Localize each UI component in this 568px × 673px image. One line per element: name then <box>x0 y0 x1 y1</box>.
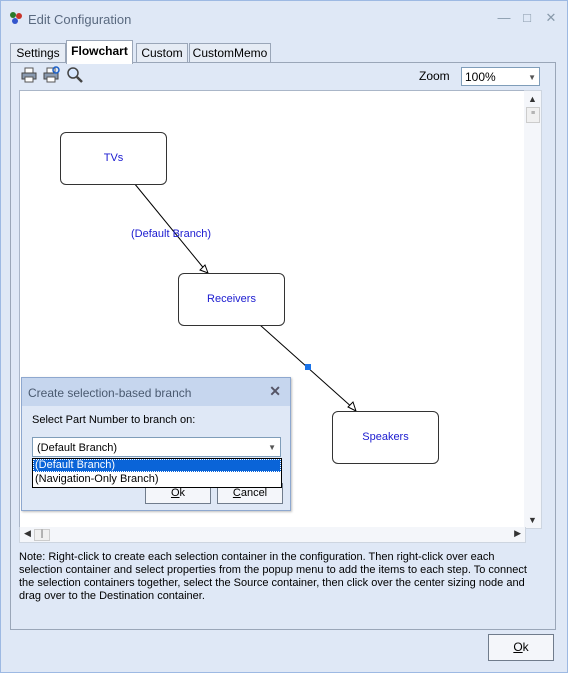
window-title: Edit Configuration <box>28 12 132 27</box>
magnifier-icon[interactable] <box>66 66 84 84</box>
dialog-label: Select Part Number to branch on: <box>32 414 196 426</box>
scroll-up-icon[interactable]: ▲ <box>528 94 537 104</box>
maximize-icon[interactable]: □ <box>523 10 531 25</box>
arrowhead <box>347 401 357 412</box>
tab-custommemo[interactable]: CustomMemo <box>189 43 271 63</box>
help-note: Note: Right-click to create each selecti… <box>19 551 527 602</box>
scroll-left-icon[interactable]: ◀ <box>24 528 31 538</box>
dropdown-option[interactable]: (Default Branch) <box>33 459 281 472</box>
minimize-icon[interactable]: — <box>497 10 511 25</box>
branch-dropdown-list[interactable]: (Default Branch) (Navigation-Only Branch… <box>32 458 282 488</box>
chevron-down-icon: ▼ <box>528 73 536 82</box>
horizontal-scroll-thumb[interactable]: ║ <box>34 529 50 541</box>
arrowhead <box>199 264 209 274</box>
dropdown-option[interactable]: (Navigation-Only Branch) <box>35 473 159 485</box>
chevron-down-icon: ▼ <box>268 443 276 452</box>
cancel-label: ancel <box>240 487 268 499</box>
configuration-app-icon <box>10 12 22 24</box>
cancel-mnemonic: C <box>232 487 241 499</box>
title-bar: Edit Configuration — □ ✕ <box>1 1 567 37</box>
vertical-scroll-thumb[interactable]: ≡ <box>526 107 540 123</box>
dialog-cancel-button[interactable]: Cancel <box>217 483 283 504</box>
tab-custom[interactable]: Custom <box>136 43 188 63</box>
connector-layer <box>133 182 357 412</box>
horizontal-scrollbar[interactable]: ◀ ║ ▶ <box>19 527 526 543</box>
ok-label: k <box>179 487 186 499</box>
center-sizing-node[interactable] <box>305 364 311 370</box>
scroll-down-icon[interactable]: ▼ <box>528 515 537 525</box>
tab-settings[interactable]: Settings <box>10 43 66 63</box>
print-icon[interactable] <box>20 66 38 84</box>
vertical-scrollbar[interactable]: ▲ ≡ ▼ <box>524 90 542 529</box>
ok-button[interactable]: Ok <box>488 634 554 661</box>
connector-tvs-receivers[interactable] <box>133 182 207 272</box>
scroll-right-icon[interactable]: ▶ <box>514 528 521 538</box>
zoom-dropdown[interactable]: 100% ▼ <box>461 67 540 86</box>
ok-button-mnemonic: O <box>513 640 523 654</box>
ok-button-label: k <box>522 640 529 654</box>
dialog-title: Create selection-based branch <box>28 386 192 400</box>
branch-part-select[interactable]: (Default Branch) ▼ <box>32 437 281 457</box>
close-icon[interactable]: ✕ <box>269 383 281 399</box>
flowchart-node[interactable]: Speakers <box>332 411 439 464</box>
dialog-title-bar: Create selection-based branch ✕ <box>22 378 290 406</box>
zoom-value: 100% <box>465 70 496 84</box>
branch-select-value: (Default Branch) <box>37 442 118 454</box>
create-branch-dialog: Create selection-based branch ✕ Select P… <box>21 377 291 511</box>
print-preview-icon[interactable] <box>42 66 60 84</box>
zoom-label: Zoom <box>419 69 450 83</box>
flowchart-node[interactable]: TVs <box>60 132 167 185</box>
close-icon[interactable]: ✕ <box>545 10 557 25</box>
ok-mnemonic: O <box>170 487 180 499</box>
flowchart-node[interactable]: Receivers <box>178 273 285 326</box>
branch-label[interactable]: (Default Branch) <box>131 228 212 240</box>
tab-flowchart[interactable]: Flowchart <box>66 40 133 64</box>
